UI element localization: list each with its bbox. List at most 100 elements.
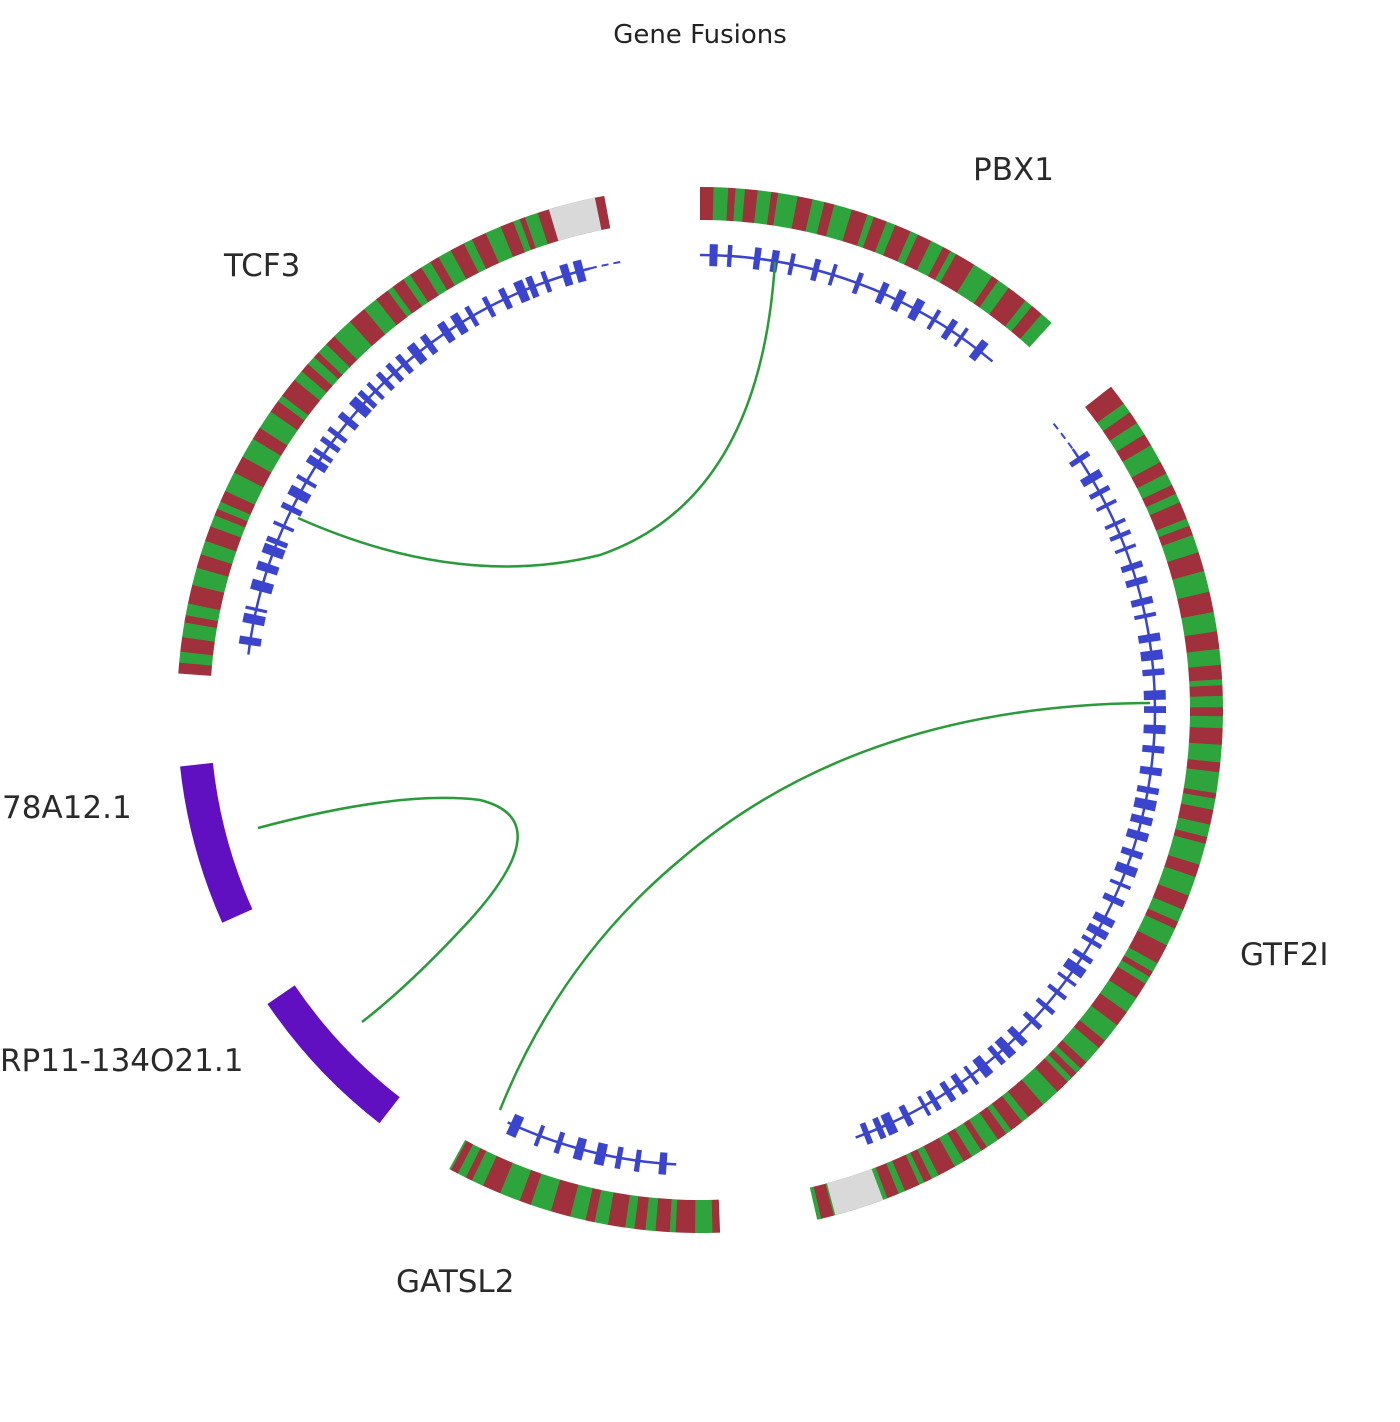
gene-label-gatsl2: GATSL2: [396, 1264, 515, 1300]
exon-band: [178, 662, 213, 676]
exon-band: [946, 1128, 972, 1162]
exon-box: [319, 435, 341, 454]
exon-box: [337, 411, 360, 431]
exon-band: [187, 584, 225, 611]
exon-band: [1052, 1045, 1081, 1074]
exon-band: [1175, 817, 1211, 838]
exon-box: [1114, 861, 1139, 878]
exon-band: [712, 187, 729, 221]
exon-band: [809, 1186, 822, 1220]
exon-box: [1140, 649, 1164, 662]
exon-box: [752, 247, 762, 270]
exon-band: [989, 287, 1026, 327]
exon-box: [1071, 948, 1094, 965]
exon-band: [1109, 422, 1145, 453]
exon-box: [1114, 543, 1137, 555]
exon-box: [395, 353, 414, 375]
exon-band: [1189, 707, 1223, 717]
exon-band: [1167, 552, 1205, 581]
exon-box: [709, 244, 718, 267]
exon-band: [485, 226, 514, 264]
exon-band: [252, 427, 288, 456]
exon-band: [234, 456, 272, 488]
exon-box: [287, 484, 312, 504]
exon-band: [669, 1199, 678, 1233]
exon-band: [1044, 1054, 1072, 1083]
exon-band: [519, 1169, 542, 1205]
exon-box: [1133, 796, 1157, 812]
exon-band: [1137, 914, 1176, 946]
exon-box: [1142, 668, 1165, 677]
exon-box: [419, 333, 439, 356]
exon-band: [909, 1149, 932, 1183]
exon-band: [973, 276, 999, 308]
exon-box: [245, 605, 268, 614]
exon-band: [1187, 742, 1222, 763]
exon-box: [533, 1124, 546, 1147]
exon-band: [700, 187, 714, 221]
exon-band: [214, 508, 248, 528]
exon-box: [593, 1142, 608, 1166]
exon-band: [1122, 445, 1161, 478]
exon-band: [242, 438, 282, 473]
exon-band: [939, 253, 975, 293]
exon-box: [366, 381, 385, 401]
exon-band: [1021, 1067, 1058, 1105]
exon-band: [185, 603, 221, 622]
exon-band: [1186, 759, 1221, 773]
exon-band: [978, 1107, 1007, 1140]
exon-band: [1079, 1005, 1118, 1042]
exon-box: [769, 249, 781, 273]
exon-band: [1131, 461, 1167, 489]
exon-box: [658, 1152, 668, 1175]
exon-box: [1068, 450, 1091, 468]
utr-band: [548, 197, 602, 241]
exon-band: [816, 202, 835, 237]
exon-box: [375, 371, 395, 392]
exon-band: [471, 232, 500, 270]
exon-band: [403, 274, 429, 307]
exon-band: [1011, 306, 1042, 340]
exon-band: [1116, 434, 1152, 463]
exon-band: [1097, 403, 1131, 432]
exon-band: [1181, 611, 1218, 637]
exon-box: [572, 259, 587, 283]
exon-box: [968, 339, 989, 362]
exon-box: [255, 560, 280, 576]
exon-box: [1136, 785, 1160, 796]
exon-band: [482, 1155, 513, 1194]
exon-box: [1109, 878, 1132, 891]
exon-box: [265, 535, 289, 549]
exon-band: [210, 514, 246, 538]
exon-band: [217, 501, 251, 522]
exon-band: [1136, 473, 1173, 500]
exon-box: [464, 305, 480, 328]
exon-box: [348, 396, 372, 419]
exon-box: [939, 1080, 957, 1103]
exon-box: [242, 612, 266, 627]
exon-box: [1139, 765, 1163, 777]
gene-model-line: [855, 448, 1157, 1139]
exon-band: [885, 1160, 906, 1194]
exon-band: [1184, 631, 1220, 654]
exon-box: [1081, 933, 1103, 950]
exon-band: [825, 204, 853, 242]
exon-box: [1120, 846, 1144, 860]
exon-box: [1092, 911, 1116, 929]
exon-band: [754, 190, 772, 225]
exon-box: [272, 520, 295, 533]
exon-band: [282, 379, 321, 416]
exon-box: [950, 1072, 969, 1095]
exon-box: [357, 389, 378, 409]
exon-band: [624, 1194, 639, 1229]
exon-band: [1183, 768, 1220, 794]
exon-box: [907, 297, 926, 322]
exon-band: [307, 356, 339, 386]
exon-band: [1180, 793, 1216, 811]
exon-band: [1189, 715, 1223, 729]
exon-band: [927, 246, 951, 281]
exon-band: [1161, 534, 1199, 563]
exon-band: [1157, 866, 1196, 897]
exon-box: [572, 1137, 587, 1161]
exon-box: [1137, 632, 1161, 644]
